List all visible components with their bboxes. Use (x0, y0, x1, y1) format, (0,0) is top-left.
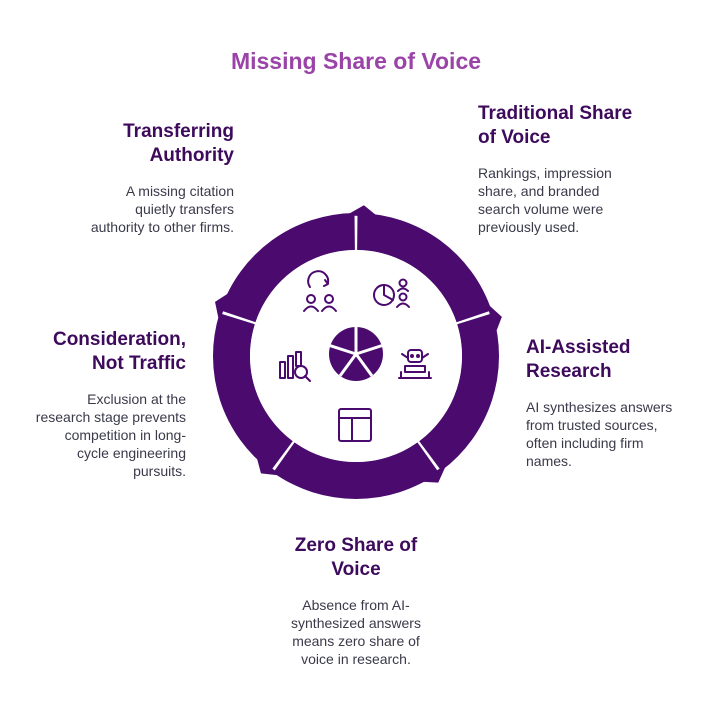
ring-arrow (486, 303, 502, 334)
pie-chart-icon (329, 327, 383, 381)
layout-window-icon (338, 408, 372, 442)
ring-segment (273, 442, 439, 499)
ring-arrow (256, 455, 282, 476)
presentation-people-icon (373, 278, 410, 308)
ring-segment (220, 213, 355, 323)
robot-assistant-icon (398, 349, 432, 379)
ring-arrow (420, 464, 447, 483)
segment-consideration-not-traffic: Consideration,Not Traffic Exclusion at t… (20, 328, 186, 480)
segment-ring (213, 205, 502, 499)
ring-arrow (215, 291, 231, 322)
ring-segment (213, 313, 293, 471)
people-transfer-icon (303, 270, 337, 312)
segment-heading: Consideration,Not Traffic (52, 329, 186, 374)
ring-segment (419, 313, 499, 471)
search-chart-icon (279, 351, 311, 382)
diagram-title: Missing Share of Voice (230, 48, 482, 74)
ring-segment (357, 213, 492, 323)
